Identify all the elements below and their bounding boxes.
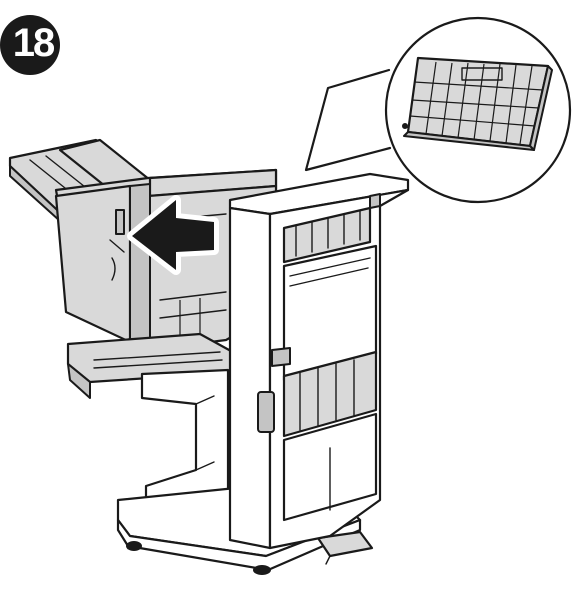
tower-handle bbox=[257, 391, 275, 433]
lower-shelf bbox=[66, 332, 242, 399]
tower-latch bbox=[271, 347, 291, 367]
paper-guide-upper bbox=[282, 206, 372, 264]
tower-unit bbox=[228, 172, 410, 550]
paper-guide-lower bbox=[282, 350, 378, 438]
step-badge-circle bbox=[0, 15, 60, 75]
callout-pointer bbox=[304, 68, 392, 172]
door-handle bbox=[115, 209, 125, 235]
magnifier-callout bbox=[304, 0, 572, 204]
step-number: 18 bbox=[12, 20, 56, 65]
magnified-panel-detail bbox=[402, 56, 553, 151]
push-arrow-icon bbox=[127, 195, 219, 275]
